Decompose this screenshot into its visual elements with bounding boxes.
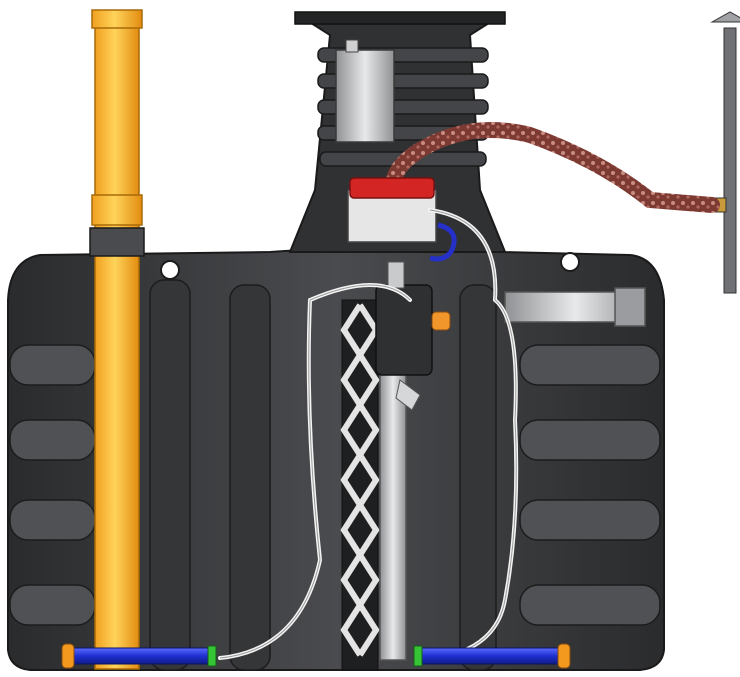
filter-column bbox=[340, 299, 380, 671]
control-box bbox=[335, 39, 395, 143]
white-cable-outline bbox=[219, 209, 517, 661]
inlet-riser bbox=[89, 9, 145, 670]
overflow-pipe bbox=[504, 287, 646, 327]
corrugated-hose bbox=[385, 122, 720, 213]
bottom-bars bbox=[61, 643, 571, 669]
suction-pipe bbox=[375, 261, 451, 661]
pump-unit bbox=[347, 177, 457, 262]
vent-pipe bbox=[707, 11, 740, 294]
tank bbox=[7, 249, 665, 671]
